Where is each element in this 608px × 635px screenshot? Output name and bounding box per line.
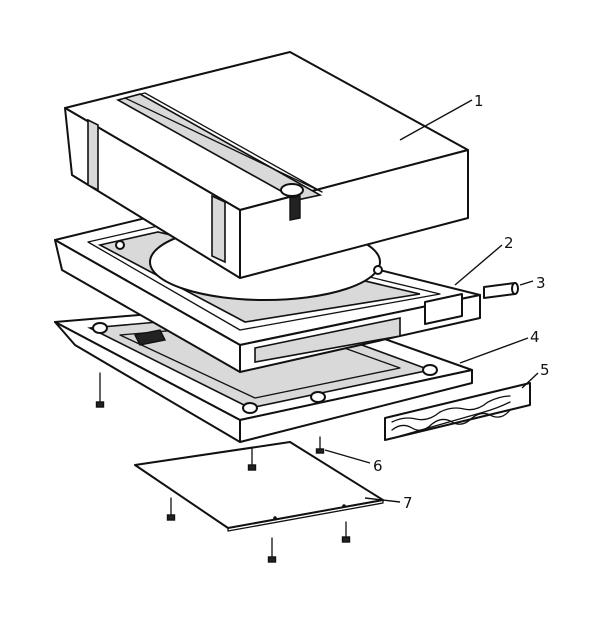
screw-icon: [341, 521, 351, 543]
leader-line-6: [324, 449, 371, 464]
callout-2: 2: [504, 234, 514, 252]
callout-6: 6: [373, 457, 383, 475]
callout-1: 1: [474, 92, 484, 110]
callout-labels: 1 2 3 4 5 6 7: [373, 92, 550, 512]
callout-3: 3: [536, 274, 546, 292]
screws-group-bottom: [95, 372, 351, 563]
part-1-top-housing: [64, 51, 469, 279]
screw-icon: [247, 447, 257, 471]
screw-icon: [315, 436, 325, 454]
part-3-pin: [483, 282, 519, 299]
callout-5: 5: [540, 361, 550, 379]
leader-line-2: [454, 244, 503, 286]
callout-7: 7: [403, 494, 413, 512]
leader-line-5: [521, 372, 539, 389]
callout-4: 4: [530, 328, 540, 346]
screw-icon: [166, 497, 176, 521]
screw-icon: [267, 537, 277, 563]
leader-line-4: [459, 337, 529, 364]
leader-line-1: [399, 99, 473, 141]
leader-line-3: [519, 280, 534, 286]
leader-line-7: [364, 497, 401, 503]
part-5-wood-panel: [384, 382, 531, 441]
leader-lines: [324, 99, 539, 503]
screw-icon: [95, 372, 105, 408]
